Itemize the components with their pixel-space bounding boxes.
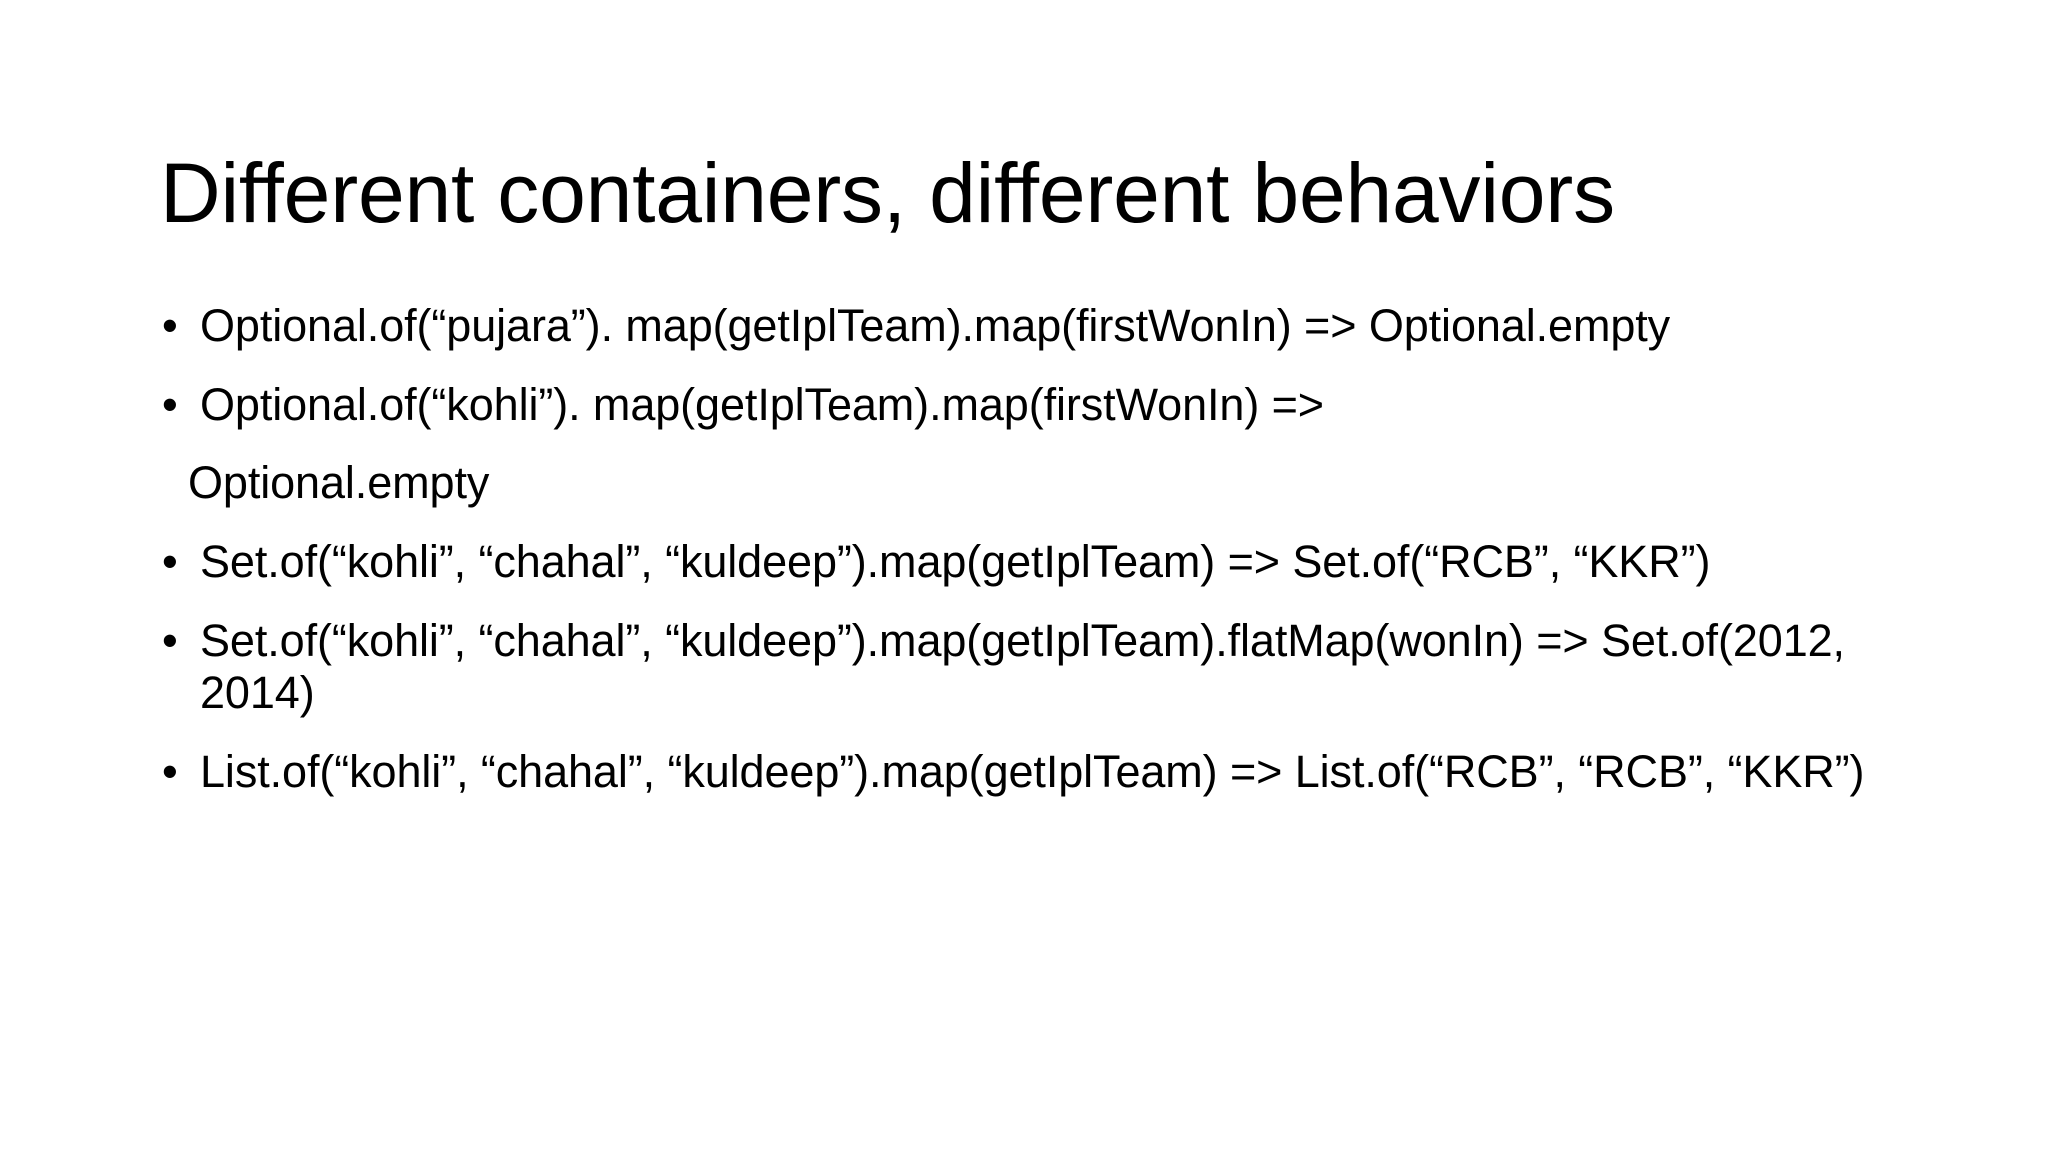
list-item-continuation: Optional.empty: [160, 457, 1920, 510]
list-item-text: Optional.of(“pujara”). map(getIplTeam).m…: [200, 300, 1671, 351]
list-item: • Optional.of(“kohli”). map(getIplTeam).…: [160, 379, 1920, 432]
slide-title: Different containers, different behavior…: [160, 146, 1615, 241]
list-item-text: Set.of(“kohli”, “chahal”, “kuldeep”).map…: [200, 535, 1711, 587]
list-item: • List.of(“kohli”, “chahal”, “kuldeep”).…: [160, 746, 1920, 799]
list-item: • Optional.of(“pujara”). map(getIplTeam)…: [160, 300, 1920, 353]
list-item-text: Optional.of(“kohli”). map(getIplTeam).ma…: [200, 378, 1324, 430]
list-item-text: List.of(“kohli”, “chahal”, “kuldeep”).ma…: [200, 745, 1865, 797]
bullet-point-icon: •: [162, 745, 178, 797]
list-item: • Set.of(“kohli”, “chahal”, “kuldeep”).m…: [160, 615, 1920, 720]
bullet-point-icon: •: [162, 378, 178, 430]
list-item: • Set.of(“kohli”, “chahal”, “kuldeep”).m…: [160, 536, 1920, 589]
bullet-point-icon: •: [162, 535, 178, 587]
bullet-point-icon: •: [162, 300, 178, 351]
list-item-text: Optional.empty: [188, 457, 490, 509]
bullet-point-icon: •: [162, 614, 178, 666]
list-item-text: Set.of(“kohli”, “chahal”, “kuldeep”).map…: [200, 614, 1845, 719]
slide-body-bullet-list: • Optional.of(“pujara”). map(getIplTeam)…: [160, 300, 1920, 816]
